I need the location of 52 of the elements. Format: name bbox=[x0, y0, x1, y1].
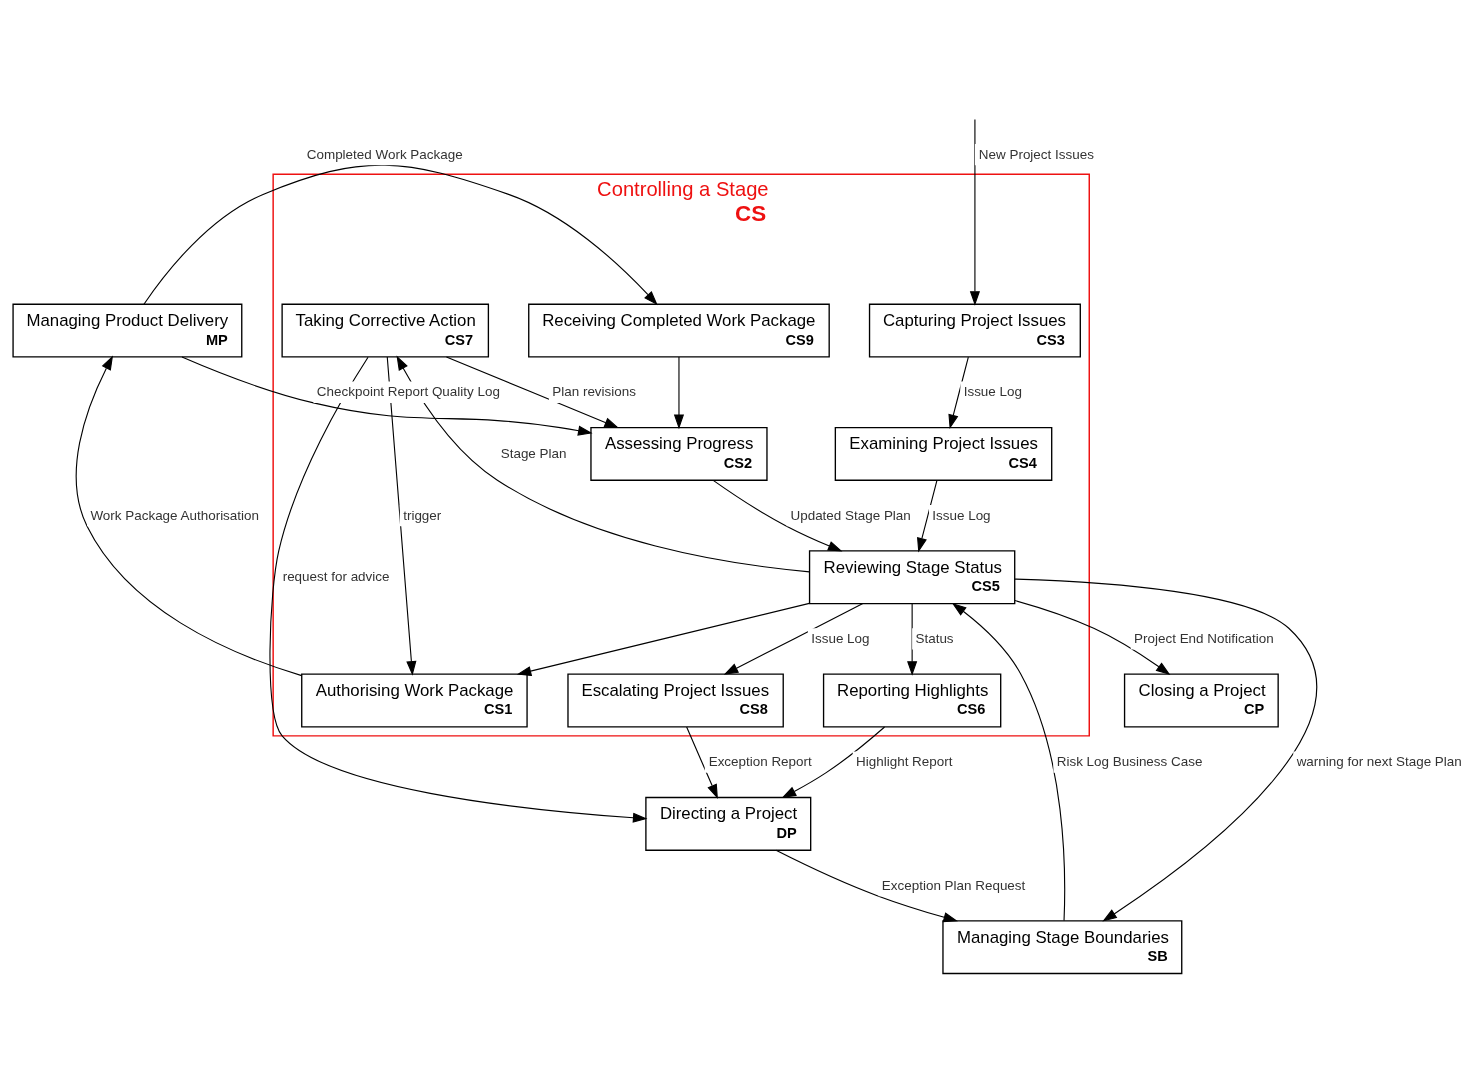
node-box: Managing Stage Boundaries SB bbox=[942, 919, 1183, 974]
arrow bbox=[75, 355, 303, 676]
node-box: Taking Corrective Action CS7 bbox=[281, 303, 490, 358]
edge-label: New Project Issues bbox=[978, 146, 1094, 162]
node-box: Escalating Project Issues CS8 bbox=[567, 673, 784, 728]
node-box: Authorising Work Package CS1 bbox=[301, 673, 528, 728]
arrow bbox=[181, 355, 593, 436]
edge-label: Issue Log bbox=[963, 383, 1022, 399]
edge-label: Work Package Authorisation bbox=[90, 507, 259, 523]
edge-label: Plan revisions bbox=[552, 383, 636, 399]
edge-label: Completed Work Package bbox=[306, 146, 463, 162]
edge-label: Exception Plan Request bbox=[881, 877, 1026, 893]
edge-label: Highlight Report bbox=[856, 753, 953, 769]
arrow bbox=[969, 118, 980, 306]
arrow bbox=[723, 602, 864, 675]
edge-label: warning for next Stage Plan bbox=[1296, 753, 1462, 769]
edge-label: Exception Report bbox=[708, 753, 812, 769]
node-box: Reviewing Stage Status CS5 bbox=[808, 549, 1016, 604]
edge-label: Updated Stage Plan bbox=[790, 507, 911, 523]
edge-label: Issue Log bbox=[932, 507, 991, 523]
arrow bbox=[775, 849, 958, 922]
arrow bbox=[686, 726, 718, 799]
edge-label: Status bbox=[915, 630, 954, 646]
arrow bbox=[948, 356, 969, 429]
node-box: Reporting Highlights CS6 bbox=[822, 673, 1002, 728]
arrow bbox=[269, 356, 648, 823]
edge-label: Project End Notification bbox=[1134, 630, 1274, 646]
arrow bbox=[1014, 599, 1171, 675]
node-box: Managing Product Delivery MP bbox=[12, 303, 243, 358]
node-box: Directing a Project DP bbox=[645, 796, 812, 851]
edge-label: request for advice bbox=[282, 568, 390, 584]
arrow bbox=[951, 602, 1066, 921]
arrow bbox=[781, 725, 886, 798]
arrow bbox=[712, 479, 843, 551]
edge-label: trigger bbox=[403, 507, 442, 523]
arrow bbox=[386, 355, 417, 676]
arrow bbox=[673, 356, 685, 429]
arrow bbox=[445, 355, 619, 428]
arrow bbox=[917, 479, 938, 552]
node-box: Assessing Progress CS2 bbox=[590, 426, 768, 481]
node-box: Examining Project Issues CS4 bbox=[834, 426, 1053, 481]
arrow bbox=[1014, 578, 1317, 922]
edge-label: Checkpoint Report Quality Log bbox=[316, 383, 500, 399]
edge-label: Issue Log bbox=[811, 630, 870, 646]
edge-label: Risk Log Business Case bbox=[1056, 753, 1203, 769]
edge-label: Stage Plan bbox=[500, 445, 567, 461]
node-box: Receiving Completed Work Package CS9 bbox=[528, 303, 830, 358]
arrow bbox=[516, 602, 810, 676]
arrow bbox=[143, 164, 658, 305]
node-box: Closing a Project CP bbox=[1123, 673, 1279, 728]
arrow bbox=[907, 602, 918, 676]
node-box: Capturing Project Issues CS3 bbox=[868, 303, 1081, 358]
